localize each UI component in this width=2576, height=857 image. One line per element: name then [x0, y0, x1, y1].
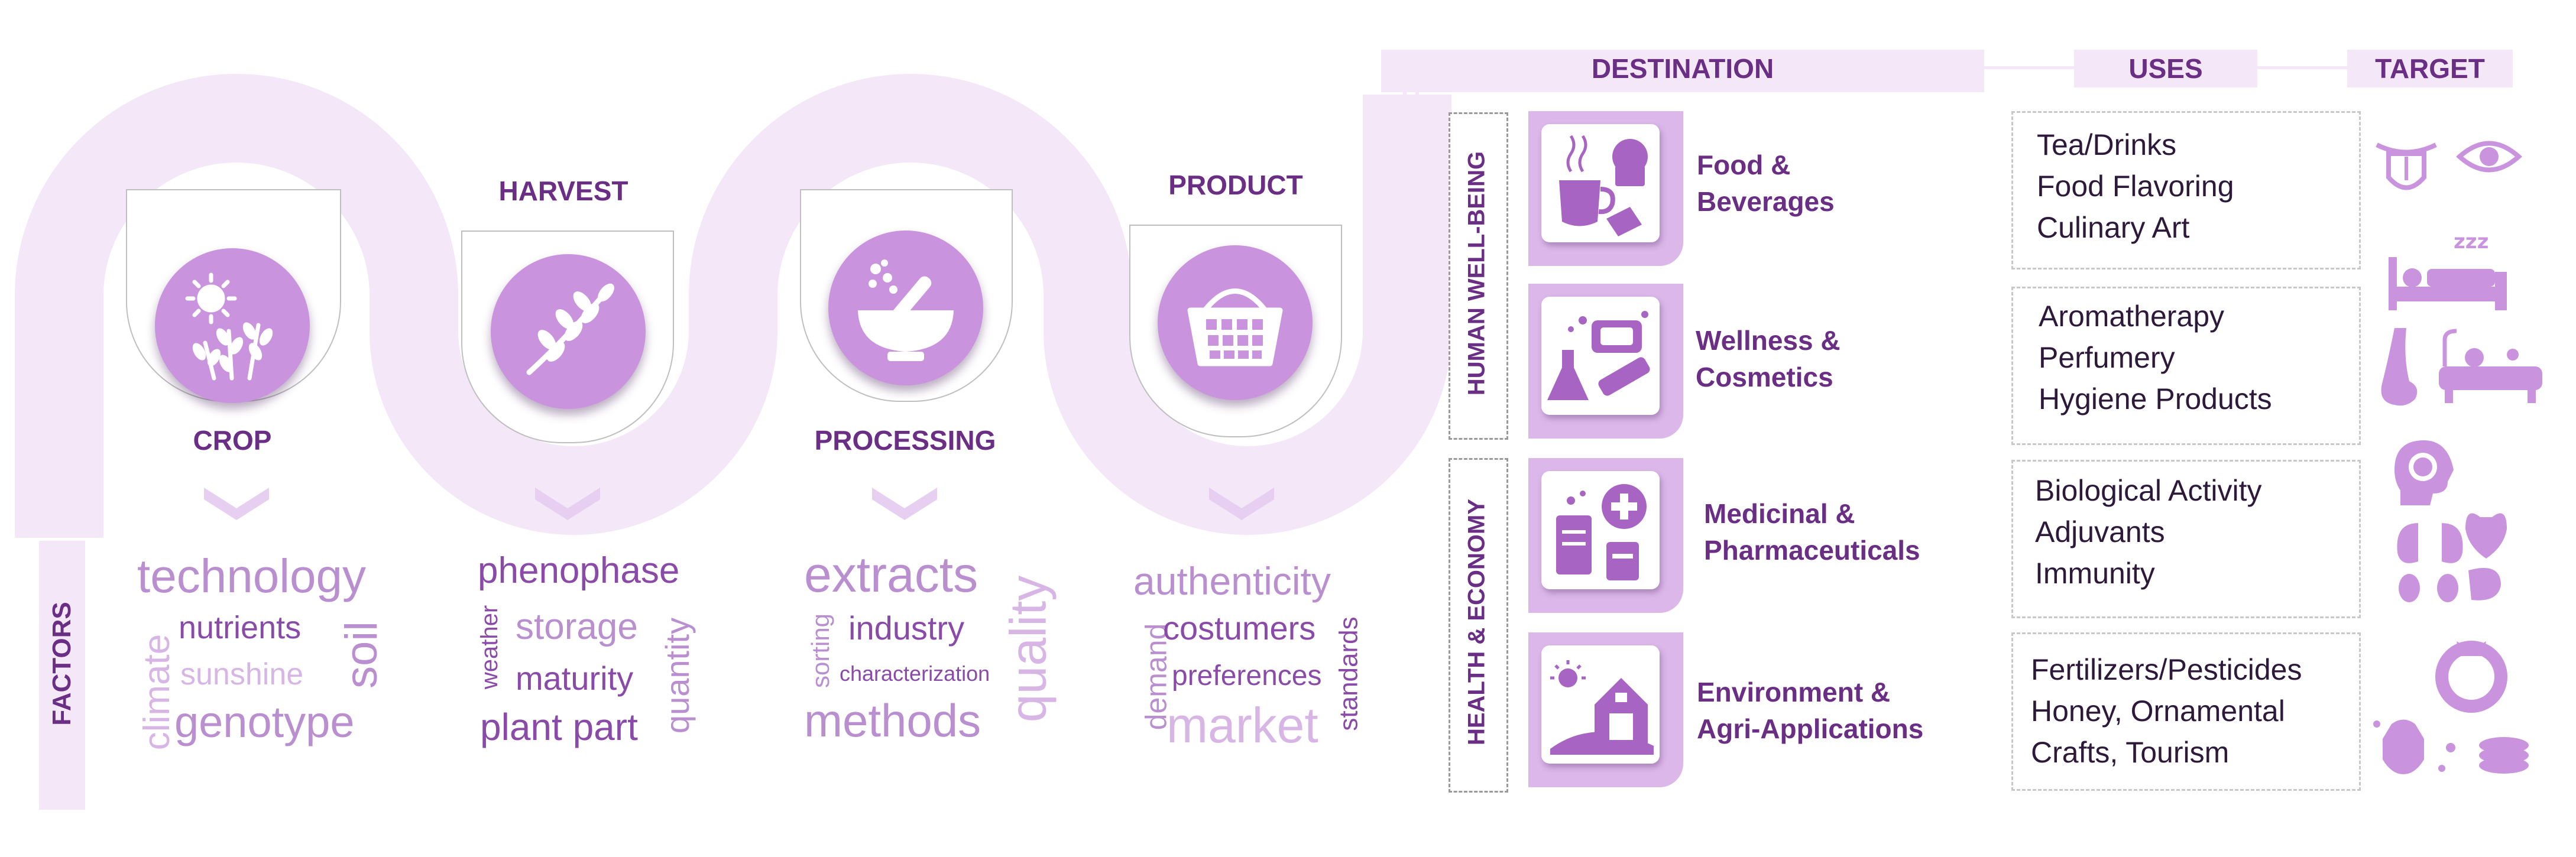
- harvest-sprig-icon: [491, 254, 646, 409]
- brain-head-icon: [2394, 440, 2454, 505]
- group-health-economy-label: HEALTH & ECONOMY: [1463, 498, 1490, 746]
- word-preferences: preferences: [1172, 660, 1322, 692]
- food-beverages-icon: [1559, 135, 1648, 236]
- word-plant-part: plant part: [480, 706, 638, 748]
- wreath-icon: [2435, 641, 2507, 713]
- word-sunshine: sunshine: [180, 657, 304, 692]
- uses-box-environment: [2011, 632, 2361, 791]
- bathtub-icon: [2439, 329, 2542, 403]
- word-methods: methods: [804, 694, 981, 746]
- factors-label: FACTORS: [47, 602, 76, 726]
- word-phenophase: phenophase: [478, 550, 680, 591]
- header-target: TARGET: [2347, 50, 2513, 87]
- nose-icon: [2381, 328, 2418, 406]
- stage-title-processing: PROCESSING: [814, 425, 996, 456]
- sleep-bed-icon: zzz: [2389, 230, 2507, 310]
- svg-text:zzz: zzz: [2454, 230, 2488, 254]
- word-weather: weather: [477, 605, 503, 690]
- tile-wellness-cosmetics: [1528, 284, 1683, 439]
- tongue-eye-icons: [2376, 141, 2522, 190]
- header-connector-1: [1984, 66, 2074, 69]
- header-uses: USES: [2074, 50, 2257, 87]
- group-health-economy-box: [1449, 458, 1508, 793]
- word-storage: storage: [516, 606, 638, 647]
- tile-medicinal-pharmaceuticals: [1528, 458, 1683, 613]
- farm-barn-icon: [1550, 660, 1654, 755]
- uses-box-medicinal: [2011, 460, 2361, 618]
- basket-icon: [1158, 245, 1313, 400]
- word-maturity: maturity: [516, 660, 634, 697]
- word-industry: industry: [848, 609, 965, 647]
- crop-plant-sun-icon: [155, 248, 310, 403]
- organs-icon: [2397, 513, 2507, 602]
- mortar-pestle-icon: [828, 231, 983, 385]
- word-soil: soil: [336, 621, 387, 689]
- factors-connector: [39, 529, 86, 533]
- word-characterization: characterization: [840, 661, 990, 686]
- uses-box-wellness: [2011, 287, 2361, 445]
- word-nutrients: nutrients: [179, 610, 302, 645]
- word-quality: quality: [1000, 575, 1057, 723]
- word-market: market: [1167, 697, 1318, 753]
- word-costumers: costumers: [1163, 609, 1316, 647]
- nose-bath-icons: [2381, 328, 2542, 406]
- health-organs-icons: [2394, 440, 2507, 602]
- pharmaceuticals-icon: [1556, 484, 1647, 580]
- header-destination: DESTINATION: [1591, 53, 1774, 84]
- uses-list-food: Tea/Drinks Food Flavoring Culinary Art: [2037, 128, 2234, 244]
- factors-bar: [39, 541, 85, 810]
- uses-list-medicinal: Biological Activity Adjuvants Immunity: [2035, 474, 2262, 590]
- word-extracts: extracts: [804, 547, 978, 602]
- eye-icon: [2456, 141, 2522, 173]
- word-climate: climate: [137, 634, 178, 751]
- uses-list-environment: Fertilizers/Pesticides Honey, Ornamental…: [2031, 653, 2302, 769]
- word-authenticity: authenticity: [1133, 559, 1331, 603]
- tile-environment-agri: [1528, 632, 1683, 787]
- tile-food-beverages: [1528, 111, 1683, 266]
- group-human-wellbeing-box: [1449, 112, 1508, 440]
- word-sorting: sorting: [806, 613, 835, 689]
- word-technology: technology: [137, 550, 366, 602]
- stage-title-crop: CROP: [193, 425, 272, 456]
- wreath-hive-coins-icons: [2373, 641, 2529, 774]
- beehive-coins-icon: [2373, 719, 2529, 774]
- group-human-wellbeing-label: HUMAN WELL-BEING: [1463, 151, 1490, 396]
- destination-wellness-cosmetics: Wellness & Cosmetics: [1696, 325, 1841, 392]
- stage-title-product: PRODUCT: [1168, 170, 1303, 200]
- destination-environment-agri: Environment & Agri-Applications: [1697, 677, 1924, 744]
- tongue-icon: [2376, 142, 2437, 190]
- header-connector-2: [2257, 66, 2347, 69]
- uses-box-food: [2011, 111, 2361, 270]
- word-standards: standards: [1334, 616, 1363, 731]
- word-genotype: genotype: [174, 697, 355, 746]
- destination-medicinal-pharmaceuticals: Medicinal & Pharmaceuticals: [1704, 498, 1920, 566]
- cosmetics-icon: [1547, 311, 1650, 400]
- uses-list-wellness: Aromatherapy Perfumery Hygiene Products: [2039, 300, 2272, 415]
- word-quantity: quantity: [659, 617, 696, 734]
- stage-title-harvest: HARVEST: [498, 176, 628, 206]
- destination-food-beverages: Food & Beverages: [1697, 150, 1835, 217]
